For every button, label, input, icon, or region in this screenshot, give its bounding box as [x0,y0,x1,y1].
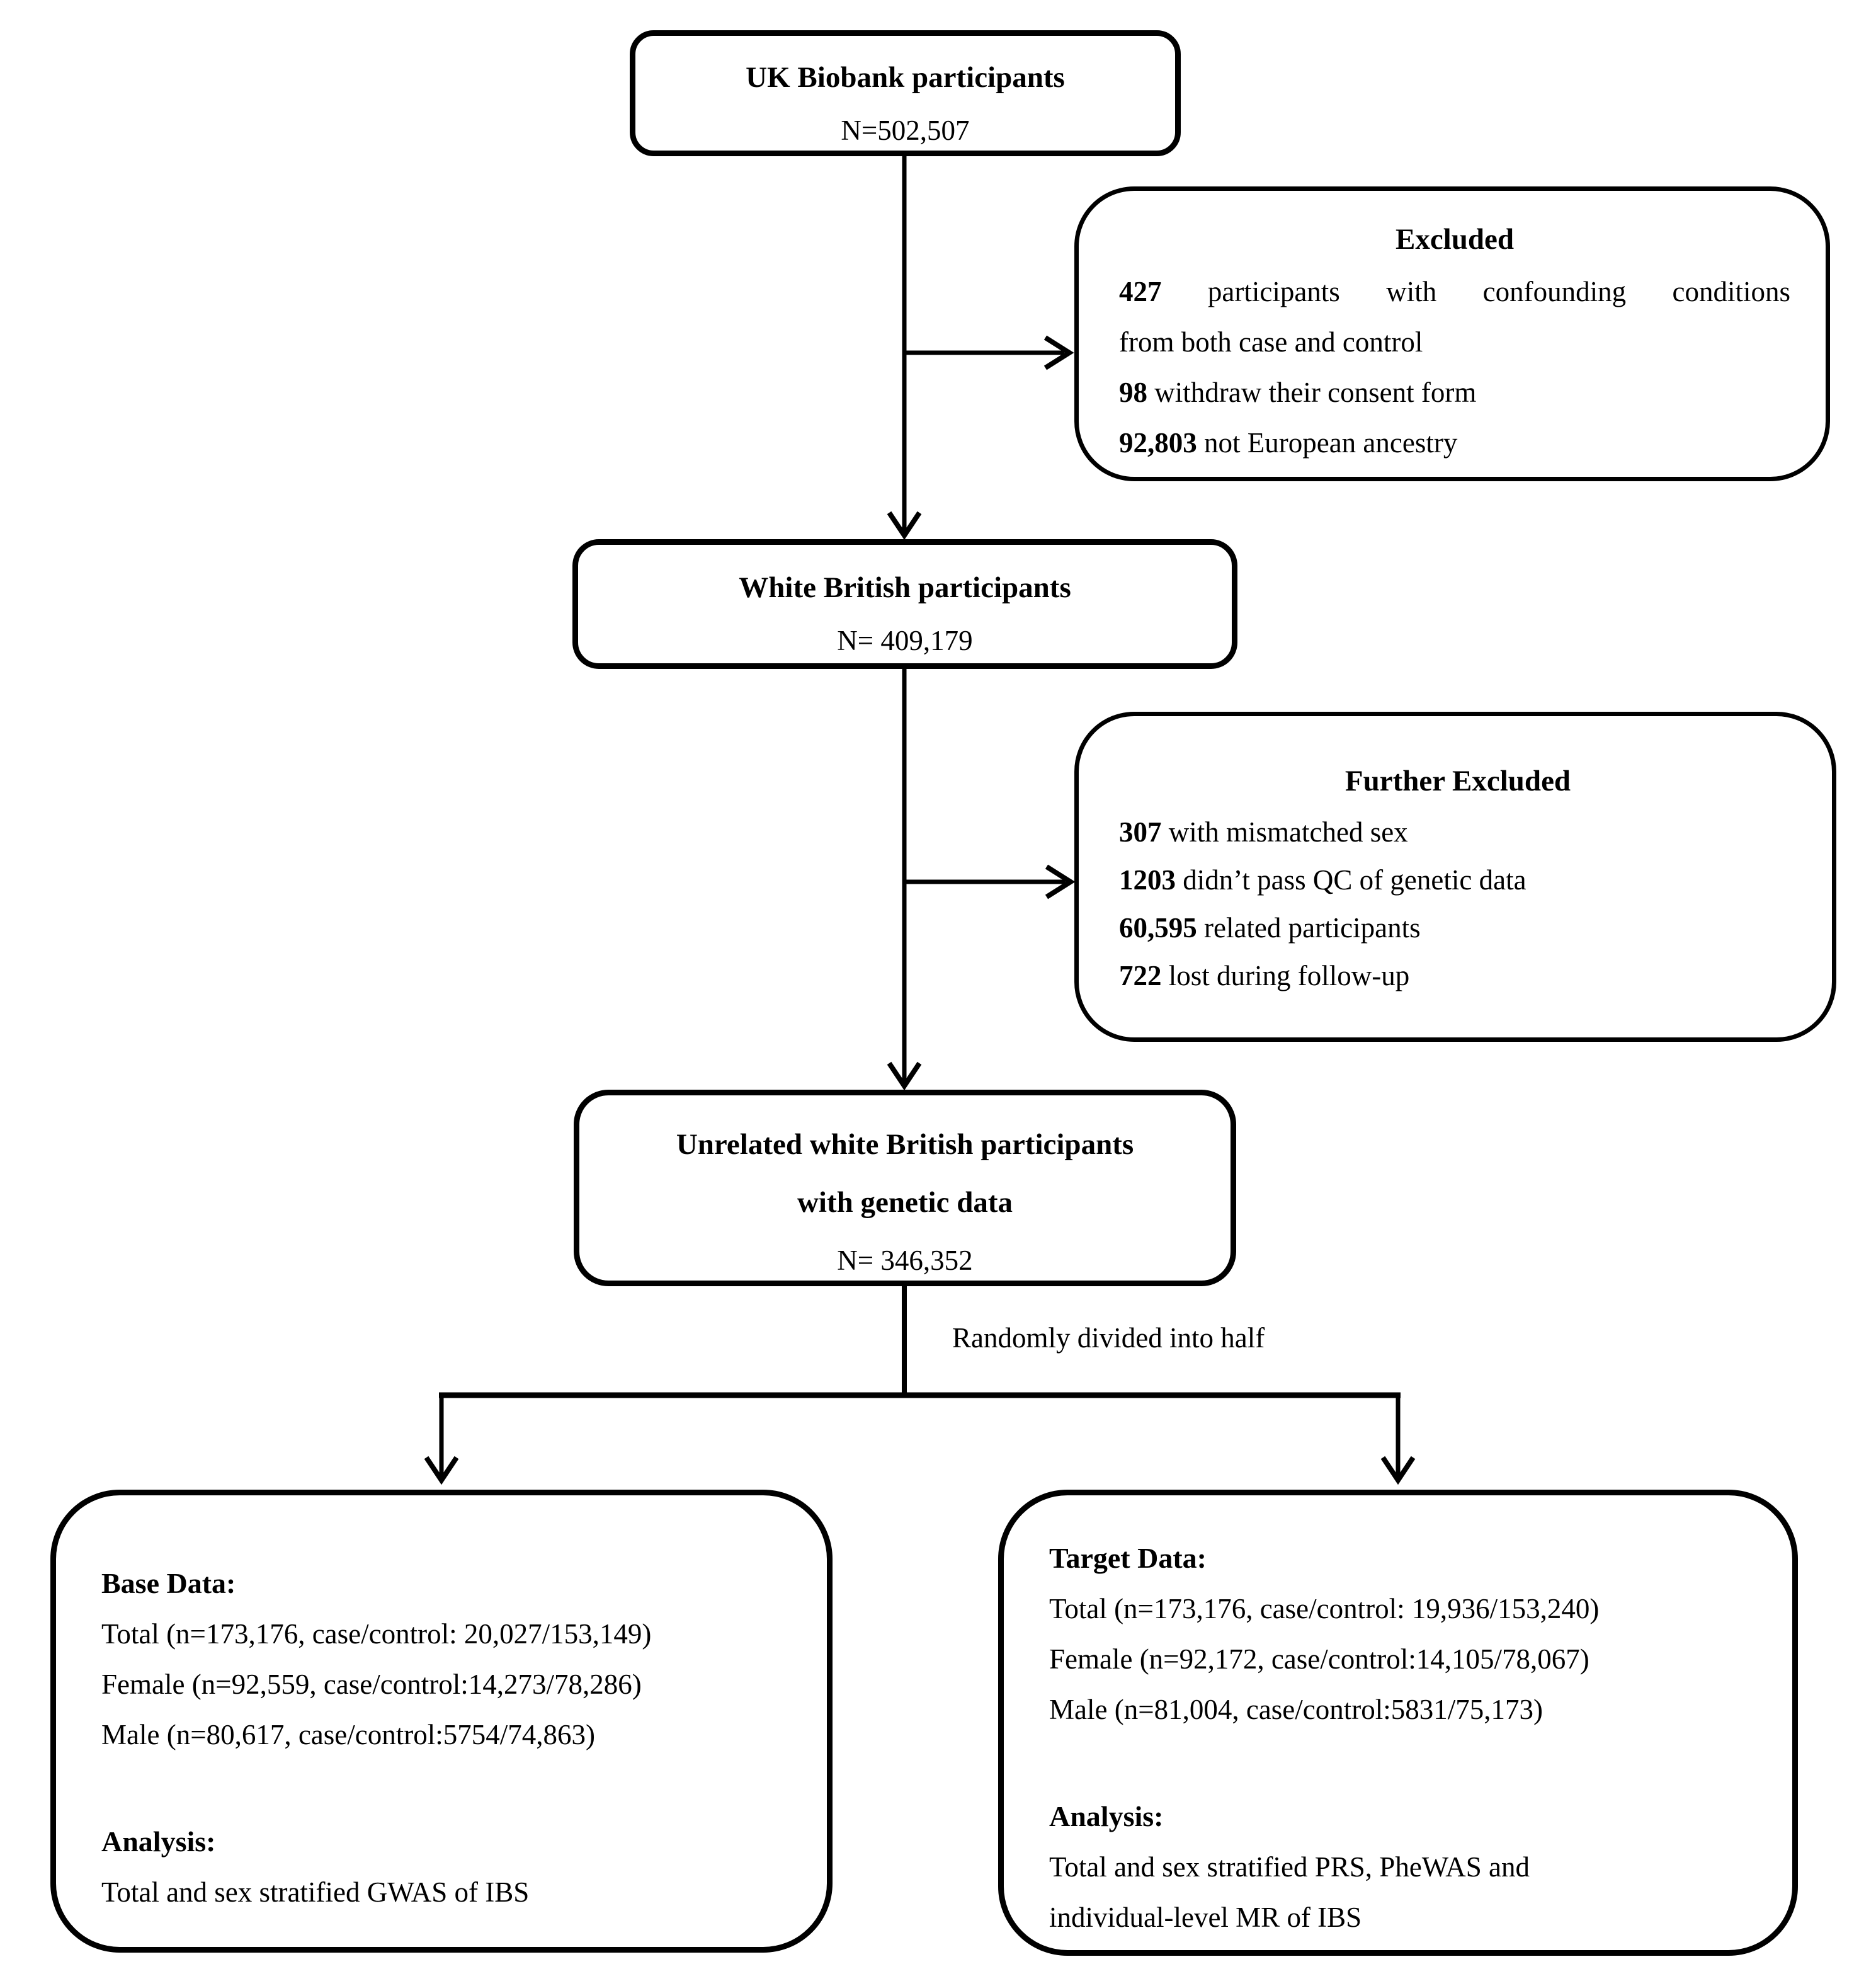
further-excluded-box: Further Excluded 307 with mismatched sex… [1074,712,1836,1042]
arrowhead-right-excluded [1043,335,1074,370]
excluded-item-1-line-1: 427 participants with confounding condit… [1119,266,1790,317]
further-excluded-items: 307 with mismatched sex 1203 didn’t pass… [1119,808,1797,1000]
target-data-female: Female (n=92,172, case/control:14,105/78… [1049,1643,1589,1675]
target-analysis-title: Analysis: [1049,1800,1164,1832]
target-data-male: Male (n=81,004, case/control:5831/75,173… [1049,1694,1543,1725]
base-data-male: Male (n=80,617, case/control:5754/74,863… [101,1719,595,1750]
unrelated-title-line-1: Unrelated white British participants [676,1128,1134,1161]
further-excluded-item-2-text: didn’t pass QC of genetic data [1176,864,1526,896]
further-excluded-item-1-count: 307 [1119,816,1162,848]
further-excluded-item-1-text: with mismatched sex [1161,816,1408,848]
uk-biobank-title: UK Biobank participants [746,61,1065,94]
target-analysis-line-2: individual-level MR of IBS [1049,1902,1362,1933]
excluded-item-1: 427 participants with confounding condit… [1119,266,1790,367]
target-data-total: Total (n=173,176, case/control: 19,936/1… [1049,1593,1600,1624]
split-label: Randomly divided into half [952,1322,1265,1354]
white-british-title: White British participants [739,571,1071,604]
excluded-title: Excluded [1395,223,1515,256]
spacer [1049,1735,1767,1791]
excluded-item-1-word: participants [1207,276,1340,307]
arrowhead-down-unrelated [887,1061,922,1091]
further-excluded-item-4-count: 722 [1119,960,1162,991]
target-data-box: Target Data: Total (n=173,176, case/cont… [998,1490,1798,1956]
excluded-item-2-count: 98 [1119,377,1147,408]
base-data-title: Base Data: [101,1567,236,1599]
target-analysis-line-1: Total and sex stratified PRS, PheWAS and [1049,1851,1530,1883]
arrowhead-down-target [1380,1456,1416,1485]
arrowhead-down-white [887,511,922,540]
excluded-item-3-text: not European ancestry [1197,427,1458,459]
arrowhead-right-further-excluded [1045,864,1076,899]
further-excluded-title: Further Excluded [1344,765,1571,797]
base-data-box: Base Data: Total (n=173,176, case/contro… [50,1490,833,1953]
excluded-items: 427 participants with confounding condit… [1119,266,1790,468]
excluded-box: Excluded 427 participants with confoundi… [1074,186,1830,481]
further-excluded-item-4-text: lost during follow-up [1161,960,1410,991]
uk-biobank-n: N=502,507 [841,115,970,146]
spacer [101,1760,802,1817]
excluded-item-3-count: 92,803 [1119,427,1197,459]
further-excluded-item-3-text: related participants [1197,912,1421,944]
excluded-item-1-line-2: from both case and control [1119,326,1423,358]
white-british-box: White British participants N= 409,179 [572,539,1237,669]
further-excluded-item-2: 1203 didn’t pass QC of genetic data [1119,856,1797,904]
base-analysis-line: Total and sex stratified GWAS of IBS [101,1876,530,1908]
excluded-item-3: 92,803 not European ancestry [1119,418,1790,468]
further-excluded-item-3: 60,595 related participants [1119,904,1797,952]
base-data-female: Female (n=92,559, case/control:14,273/78… [101,1669,642,1700]
target-data-title: Target Data: [1049,1542,1207,1574]
further-excluded-item-1: 307 with mismatched sex [1119,808,1797,856]
excluded-item-2-text: withdraw their consent form [1147,377,1477,408]
excluded-item-1-word: confounding [1482,276,1627,307]
further-excluded-item-2-count: 1203 [1119,864,1176,896]
unrelated-n: N= 346,352 [837,1245,973,1276]
excluded-item-1-word: conditions [1672,276,1790,307]
arrowhead-down-base [424,1456,459,1485]
uk-biobank-box: UK Biobank participants N=502,507 [630,30,1181,156]
excluded-item-1-word: with [1386,276,1437,307]
further-excluded-item-3-count: 60,595 [1119,912,1197,944]
excluded-item-1-count: 427 [1119,276,1162,307]
unrelated-box: Unrelated white British participants wit… [574,1090,1236,1286]
base-data-total: Total (n=173,176, case/control: 20,027/1… [101,1618,652,1650]
base-analysis-title: Analysis: [101,1825,216,1858]
further-excluded-item-4: 722 lost during follow-up [1119,952,1797,1000]
excluded-item-2: 98 withdraw their consent form [1119,367,1790,418]
white-british-n: N= 409,179 [837,625,973,656]
unrelated-title-line-2: with genetic data [797,1186,1013,1219]
